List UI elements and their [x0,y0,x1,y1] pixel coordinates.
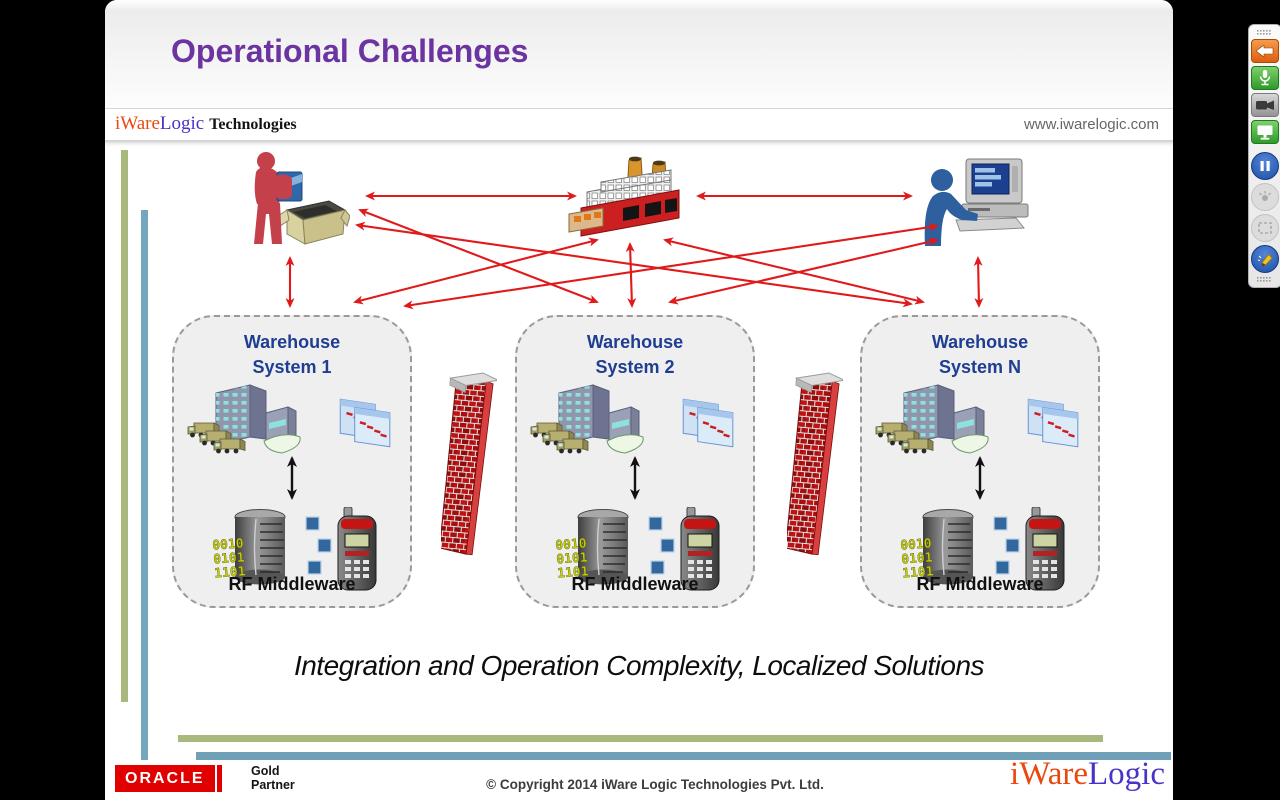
factory-icon [568,156,680,237]
warehouse-2-title-line1: Warehouse [586,332,684,352]
arrow-user-ws1 [403,222,939,310]
brand-suffix: Technologies [209,116,297,133]
highlighter-pen-icon [1257,253,1273,267]
webinar-toolbar [1248,24,1280,288]
rf-handheld-icon [648,507,720,591]
binary-line-1: 0010 [555,536,587,553]
warehouse-building-icon [875,384,989,454]
footer-logo-logic: Logic [1088,756,1165,792]
warehouse-n-title-line2: System N [938,357,1022,377]
footer-logo-iware: iWare [1010,756,1089,792]
data-panels-icon [1027,398,1079,448]
accent-bar-horizontal-green [178,735,1103,742]
warehouse-building-icon [187,384,301,454]
data-panels-icon [339,398,391,448]
warehouse-system-1-box: Warehouse System 1 [172,315,412,608]
webcam-button[interactable] [1251,93,1279,117]
slide-caption: Integration and Operation Complexity, Lo… [293,650,985,681]
arrow-left-icon [1256,45,1274,57]
oracle-logo-tab [216,765,222,792]
rf-middleware-label: RF Middleware [228,574,356,594]
binary-line-3: 1101 [902,564,934,581]
mic-icon [1259,70,1271,86]
warehouse-building-icon [530,384,644,454]
monitor-icon [1257,125,1273,140]
user-at-computer-icon [924,158,1029,246]
laser-pointer-button-disabled [1251,183,1279,211]
pause-button[interactable] [1251,152,1279,180]
binary-line-2: 0101 [556,550,588,567]
oracle-logo: ORACLE [115,765,222,792]
data-panels-icon [682,398,734,448]
toolbar-grip-bottom[interactable] [1257,276,1273,283]
highlighter-button[interactable] [1251,245,1279,273]
pointer-icon [1259,191,1271,201]
accent-bar-vertical-green [121,150,128,702]
warehouse-system-2-box: Warehouse System 2 [515,315,755,608]
rf-handheld-icon [305,507,377,591]
grip-dots-icon [1257,276,1271,282]
binary-line-3: 1101 [214,564,246,581]
binary-line-1: 0010 [212,536,244,553]
toolbar-grip-top[interactable] [1257,29,1273,36]
gold-partner-label: Gold Partner [251,764,295,792]
oracle-logo-text: ORACLE [115,765,215,792]
arrow-user-ws3 [973,256,984,308]
accent-bar-vertical-blue [141,210,148,768]
arrow-factory-ws3 [663,237,925,305]
rf-handheld-icon [993,507,1065,591]
partner-line1: Gold [251,764,280,778]
camera-icon [1256,100,1274,110]
slide-footer: ORACLE Gold Partner © Copyright 2014 iWa… [105,756,1173,800]
firewall-brick-wall-icon [441,372,497,556]
binary-line-2: 0101 [213,550,245,567]
rf-middleware-label: RF Middleware [571,574,699,594]
microphone-button[interactable] [1251,66,1279,90]
frame-icon [1258,222,1272,234]
warehouse-n-title: Warehouse System N [862,330,1098,380]
hide-panel-button[interactable] [1251,39,1279,63]
warehouse-2-title: Warehouse System 2 [517,330,753,380]
warehouse-1-title-line2: System 1 [252,357,332,377]
screen-share-button[interactable] [1251,120,1279,144]
iwarelogic-footer-logo: iWareLogic [1010,756,1165,793]
middleware-server-icon: 0010 0101 1101 [555,509,629,585]
frame-tool-button-disabled [1251,214,1279,242]
firewall-brick-wall-icon [787,372,843,556]
warehouse-1-title: Warehouse System 1 [174,330,410,380]
partner-line2: Partner [251,778,295,792]
arrow-factory-ws2 [625,242,637,308]
middleware-server-icon: 0010 0101 1101 [212,509,286,585]
website-url: www.iwarelogic.com [1023,116,1159,133]
pause-icon [1260,161,1270,171]
grip-dots-icon [1257,29,1271,35]
brand-logic: Logic [159,113,205,134]
rf-middleware-label: RF Middleware [916,574,1044,594]
middleware-server-icon: 0010 0101 1101 [900,509,974,585]
accent-bar-horizontal-blue [196,752,1171,761]
warehouse-1-title-line1: Warehouse [243,332,341,352]
arrow-worker-ws2 [358,208,599,304]
brand-iware: iWare [115,113,160,134]
copyright-text: © Copyright 2014 iWare Logic Technologie… [486,777,824,792]
warehouse-system-n-box: Warehouse System N [860,315,1100,608]
binary-line-3: 1101 [557,564,589,581]
slide-title: Operational Challenges [171,33,529,69]
arrow-factory-ws1 [353,237,599,305]
warehouse-n-title-line1: Warehouse [931,332,1029,352]
warehouse-2-title-line2: System 2 [595,357,675,377]
arrow-user-ws2 [668,237,939,305]
binary-line-2: 0101 [901,550,933,567]
worker-with-box-icon [254,152,350,245]
binary-line-1: 0010 [900,536,932,553]
slide-header: Operational Challenges [105,0,1173,109]
